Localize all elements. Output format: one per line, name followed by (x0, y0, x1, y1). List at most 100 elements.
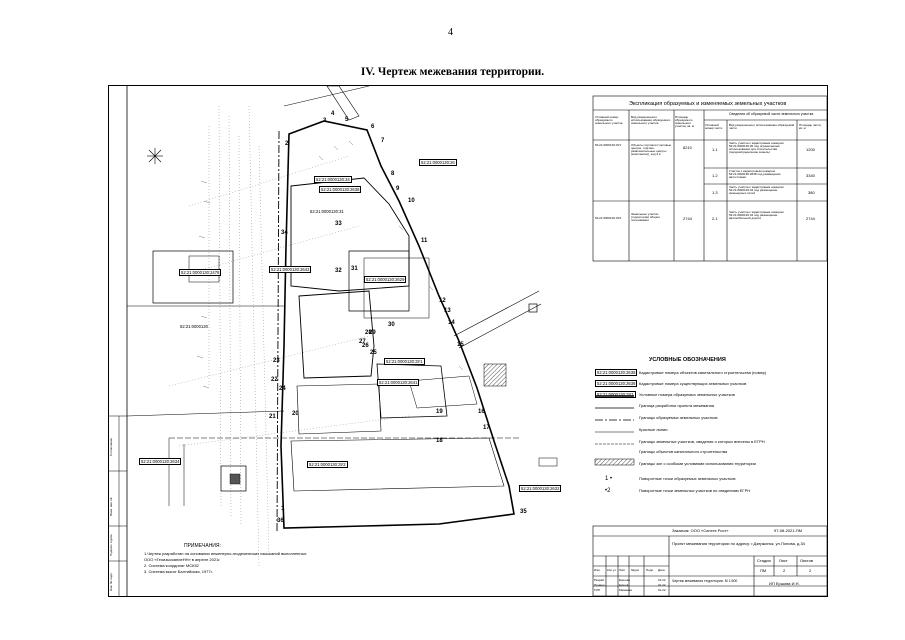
table-cell: 52:21:0000130:ЗУ2 (595, 216, 622, 220)
table-cell: 3340 (806, 173, 815, 178)
point-label: 22 (271, 377, 278, 383)
parcel-label: 52:21:0000130:ЗУ2 (307, 461, 348, 469)
parcel-label: 52:21:0000130:34 (314, 176, 352, 184)
point-label: 2 (285, 141, 289, 147)
table-cell: 8210 (683, 145, 692, 150)
legend-item: Поворотные точки образуемых земельных уч… (639, 476, 736, 481)
sidebar-label: Инв. № подл. (109, 572, 113, 591)
point-label: 19 (436, 409, 443, 415)
legend-title: УСЛОВНЫЕ ОБОЗНАЧЕНИЯ (649, 357, 726, 363)
parcel-label: 52:21:0000130:ЗУ1 (384, 358, 425, 366)
point-label: 6 (371, 124, 375, 130)
point-label: 23 (273, 358, 280, 364)
point-label: 5 (345, 117, 349, 123)
table-header: Площадь части, кв. м (799, 123, 822, 130)
point-label: 29 (369, 330, 376, 336)
legend-item: Границы земельных участков, сведения о к… (639, 439, 765, 444)
point-label: 34 (281, 230, 288, 236)
stamp-stage-label: Стадия (757, 558, 771, 563)
stamp-col: Подп. (646, 568, 654, 572)
table-cell: 2744 (806, 216, 815, 221)
notes-line: 3. Система высот Балтийская, 1977г. (144, 569, 213, 574)
legend-symbol: •2 (605, 488, 611, 494)
sidebar-label: Подпись и дата (109, 534, 113, 556)
point-label: 11 (421, 238, 428, 244)
table-cell: Земельные участки (территории) общего по… (631, 212, 661, 222)
parcel-label: 52:21:0000130:2478 (179, 269, 222, 277)
parcel-label: 52:21:0000130:2632 (519, 485, 562, 493)
stamp-name: Ершов (619, 583, 629, 587)
stamp-date: 01.22 (658, 583, 666, 587)
legend-item: Граница разработки проекта межевания (639, 403, 715, 408)
point-label: 4 (331, 111, 335, 117)
stamp-role: ГИП (594, 588, 600, 592)
parcel-label: 52:21:0000130:2634 (139, 458, 182, 466)
legend-item: Границы образуемых земельных участков (639, 415, 718, 420)
point-label: 24 (279, 386, 286, 392)
stamp-date: 01.22 (658, 588, 666, 592)
point-label: 18 (436, 438, 443, 444)
table-cell: 1.3 (712, 190, 718, 195)
point-label: 1 (281, 506, 285, 512)
parcel-label: 52:21:0000130 (180, 324, 208, 329)
stamp-name: Мамаева (619, 588, 632, 592)
point-label: 33 (335, 221, 342, 227)
legend-item: Кадастровые номера существующих земельны… (639, 381, 747, 386)
parcel-label: 52:21:0000130:26 (419, 159, 457, 167)
legend-item: Поворотные точки земельных участков по с… (639, 488, 751, 493)
table-cell: Часть участка с кадастровым номером 52:2… (729, 141, 784, 154)
stamp-name: Ершова (619, 578, 630, 582)
point-label: 9 (396, 186, 400, 192)
table-cell: 52:21:0000130:ЗУ1 (595, 143, 622, 147)
table-cell: 2744 (683, 216, 692, 221)
point-label: 28 (365, 330, 372, 336)
table-header: Площадь образуемого земельного участка, … (675, 115, 694, 128)
stamp-sheet-label: Лист (779, 558, 788, 563)
table-cell: 380 (808, 190, 815, 195)
table-header: Вид разрешенного использования образуемо… (631, 115, 671, 125)
table-cell: Часть участка с кадастровым номером 52:2… (729, 185, 784, 195)
point-label: 20 (292, 411, 299, 417)
legend-symbol: 52:21:0000130:ЗУ1 (595, 391, 636, 399)
point-label: 31 (351, 266, 358, 272)
stamp-org: ИП Ершова И.Н. (769, 581, 800, 586)
table-cell: 1.2 (712, 173, 718, 178)
parcel-label: 52:21:0000130:2642 (269, 266, 312, 274)
stamp-col: Дата (658, 568, 665, 572)
legend-item: Границы объектов капитального строительс… (639, 449, 728, 454)
stamp-role: Разраб. (594, 578, 605, 582)
point-label: 16 (478, 409, 485, 415)
table-cell: 2.1 (712, 216, 718, 221)
stamp-sheet: 2 (783, 568, 786, 573)
notes-line: ООО «ГеоизысканиеНН» в апреле 2021г. (144, 557, 221, 562)
point-label: 25 (370, 350, 377, 356)
site-plan (109, 86, 827, 596)
stamp-date: 01.22 (658, 578, 666, 582)
notes-line: 1.Чертеж разработан на основании инженер… (144, 551, 307, 556)
point-label: 7 (381, 138, 385, 144)
stamp-customer: Заказчик: ООО «Сантех Рост» (672, 528, 729, 533)
stamp-col: Изм. (594, 568, 601, 572)
point-label: 3 (323, 118, 327, 124)
point-label: 15 (457, 342, 464, 348)
point-label: 32 (335, 268, 342, 274)
legend-symbol: 52:21:0000130:2638 (595, 369, 638, 377)
stamp-sheets-label: Листов (800, 558, 813, 563)
table-header: Вид разрешенного использования образуемо… (729, 123, 795, 130)
point-label: 35 (520, 509, 527, 515)
legend-item: Кадастровые номера объектов капитального… (639, 370, 767, 375)
explication-title: Экспликация образуемых и изменяемых земе… (629, 101, 787, 107)
table-header: Сведения об образуемой части земельного … (729, 112, 814, 116)
stamp-code: 97-08-2021-ПМ (774, 528, 802, 533)
point-label: 10 (408, 198, 415, 204)
page-number: 4 (448, 27, 453, 38)
drawing-sheet: Экспликация образуемых и изменяемых земе… (108, 85, 828, 597)
point-label: 30 (388, 322, 395, 328)
stamp-col: Кол.уч (607, 568, 616, 572)
table-cell: Участок с кадастровым номером 52:21:0000… (729, 169, 781, 179)
point-label: 13 (444, 308, 451, 314)
notes-line: 2. Система координат МСК52 (144, 563, 199, 568)
table-header: Условный номер части (705, 123, 723, 130)
point-label: 14 (448, 320, 455, 326)
legend-item: Границы зон с особыми условиями использо… (639, 461, 756, 466)
